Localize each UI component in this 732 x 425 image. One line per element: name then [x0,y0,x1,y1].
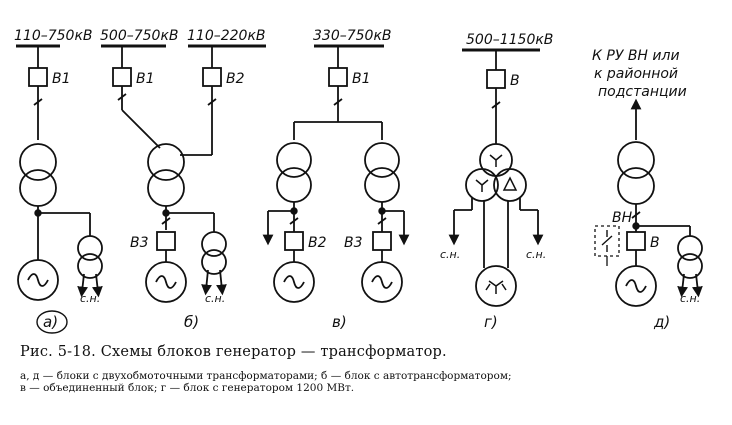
generator-d [615,265,657,307]
switch-label-d: ВН [612,210,633,226]
block-schemes-diagram: 110–750кВ В1 с.н. а) 500–750кВ 110–220кВ… [14,28,703,334]
caption-title: Рис. 5-18. Схемы блоков генератор — тран… [20,344,447,360]
scheme-v [262,44,410,303]
aux-feed-arrow [201,269,212,296]
panel-label-g: г) [484,313,498,331]
autotransformer-winding-top-b [147,143,185,181]
disconnector-mark [207,98,217,106]
generator-sine [371,275,393,289]
aux-transformer-winding-top-b [201,231,227,257]
disconnector-mark [161,217,171,225]
disconnector-mark [33,98,43,106]
voltage-label-a: 110–750кВ [14,28,93,44]
aux-transformer-winding-top-d [677,235,703,261]
breaker-b-g [486,69,506,89]
generator-sine [27,273,49,287]
aux-label-d: с.н. [680,292,700,305]
generator-1-v [273,261,315,303]
scheme-g [448,48,544,307]
scheme-d [594,98,703,307]
generator-wye-symbol [485,280,507,294]
breaker-label-b-b3: В3 [130,235,149,251]
aux-transformer-winding-bottom-b [201,249,227,275]
breaker-b2-b [202,67,222,87]
aux-feed-arrow [77,273,88,298]
generator-b [145,261,187,303]
generator-sine [283,275,305,289]
aux-feed-arrow [92,273,103,298]
transformer-1-winding-top-v [276,142,312,178]
breaker-label-a-b1: В1 [52,71,71,87]
transformer-2-winding-top-v [364,142,400,178]
load-switch-symbol [601,230,613,252]
breaker-b3-b [156,231,176,251]
disconnector-mark [289,217,299,225]
panel-label-b: б) [184,313,199,331]
generator-a [17,259,59,301]
aux-label-a: с.н. [80,292,100,305]
breaker-label-g: В [510,73,520,89]
breaker-b1-v [328,67,348,87]
disconnector-mark [333,98,343,106]
breaker-b1-a [28,67,48,87]
disconnector-mark [631,211,641,219]
transformer-winding-top-a [19,143,57,181]
panel-label-d: д) [653,313,670,331]
caption-line-1: а, д — блоки с двухобмоточными трансформ… [20,370,512,382]
breaker-label-b-b1: В1 [136,71,155,87]
breaker-label-v-b2: В2 [308,235,327,251]
caption-text: а, д — блоки с двухобмоточными трансформ… [20,370,720,394]
voltage-label-v: 330–750кВ [313,28,392,44]
aux-transformer-winding-bottom-a [77,253,103,279]
transformer-winding-top-d [617,141,655,179]
note-label-d-3: подстанции [598,84,687,100]
aux-label-g-left: с.н. [440,248,460,261]
aux-transformer-winding-bottom-d [677,253,703,279]
panel-label-v: в) [332,313,347,331]
panel-label-circle-a [36,310,68,334]
generator-g [475,265,517,307]
aux-label-b: с.н. [205,292,225,305]
panel-label-a: а) [43,313,58,331]
transformer-2-winding-bottom-v [364,167,400,203]
three-winding-transformer-right-g [493,168,527,202]
generator-2-v [361,261,403,303]
voltage-label-b1: 500–750кВ [100,28,179,44]
voltage-label-g: 500–1150кВ [466,32,553,48]
aux-feed-arrow [216,269,227,296]
delta-symbol [502,176,518,191]
autotransformer-winding-bottom-b [147,169,185,207]
three-winding-transformer-left-g [465,168,499,202]
figure-caption: Рис. 5-18. Схемы блоков генератор — тран… [20,344,720,394]
breaker-label-d: В [650,235,660,251]
breaker-b2-v [284,231,304,251]
aux-transformer-winding-top-a [77,235,103,261]
scheme-b [101,44,266,303]
transformer-1-winding-bottom-v [276,167,312,203]
breaker-label-v-b1: В1 [352,71,371,87]
transformer-winding-bottom-d [617,167,655,205]
breaker-b1-b [112,67,132,87]
aux-feed-arrow [692,273,703,298]
note-label-d-1: К РУ ВН или [592,48,680,64]
voltage-label-b2: 110–220кВ [187,28,266,44]
transformer-winding-bottom-a [19,169,57,207]
breaker-label-v-b3: В3 [344,235,363,251]
breaker-b-d [626,231,646,251]
wye-symbol [475,179,489,192]
disconnector-mark [377,217,387,225]
generator-sine [625,279,647,293]
scheme-a [16,44,103,334]
note-label-d-2: к районной [594,66,678,82]
wye-symbol [489,154,503,167]
wire [121,109,161,149]
disconnector-mark [117,93,127,101]
caption-line-2: в — объединенный блок; г — блок с генера… [20,382,355,394]
breaker-b3-v [372,231,392,251]
disconnector-mark [491,101,501,109]
aux-label-g-right: с.н. [526,248,546,261]
aux-feed-arrow [677,273,688,298]
breaker-label-b-b2: В2 [226,71,245,87]
generator-sine [155,275,177,289]
